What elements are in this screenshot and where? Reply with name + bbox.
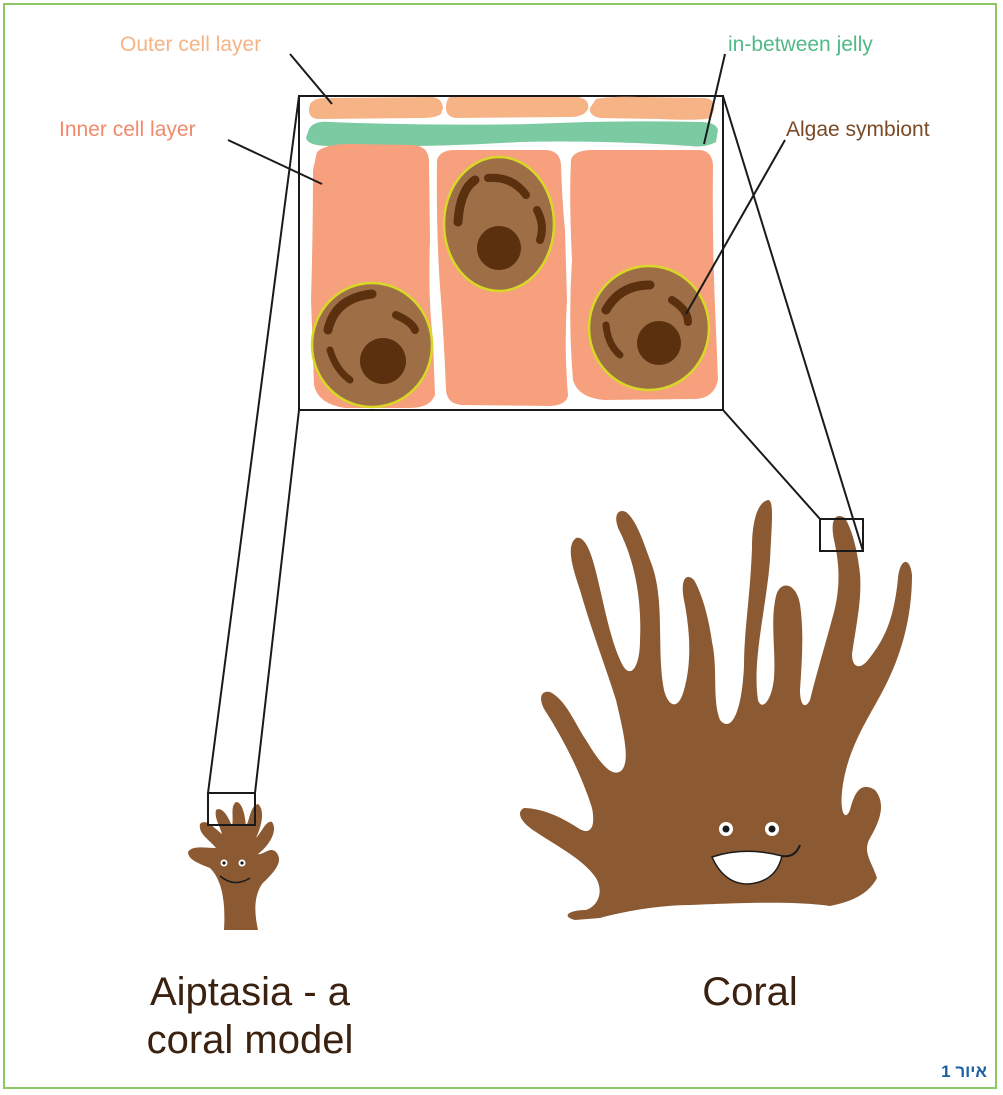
- label-inner-cell-layer: Inner cell layer: [59, 119, 196, 140]
- outer-cell-layer: [309, 97, 714, 120]
- caption-coral: Coral: [660, 968, 840, 1016]
- tissue-panel: [299, 96, 723, 410]
- aiptasia-illustration: [188, 802, 279, 930]
- algae-cell-3: [589, 266, 709, 390]
- caption-aiptasia-line1: Aiptasia - a: [120, 968, 380, 1016]
- algae-cell-1: [312, 283, 432, 407]
- label-outer-cell-layer: Outer cell layer: [120, 34, 261, 55]
- label-in-between-jelly: in-between jelly: [728, 34, 873, 55]
- algae-cell-2: [444, 157, 554, 291]
- coral-illustration: [520, 500, 912, 920]
- aiptasia-zoom-box: [208, 793, 255, 825]
- label-algae-symbiont: Algae symbiont: [786, 119, 930, 140]
- caption-aiptasia-line2: coral model: [120, 1016, 380, 1064]
- figure-label: איור 1: [941, 1062, 987, 1082]
- caption-aiptasia: Aiptasia - a coral model: [120, 968, 380, 1064]
